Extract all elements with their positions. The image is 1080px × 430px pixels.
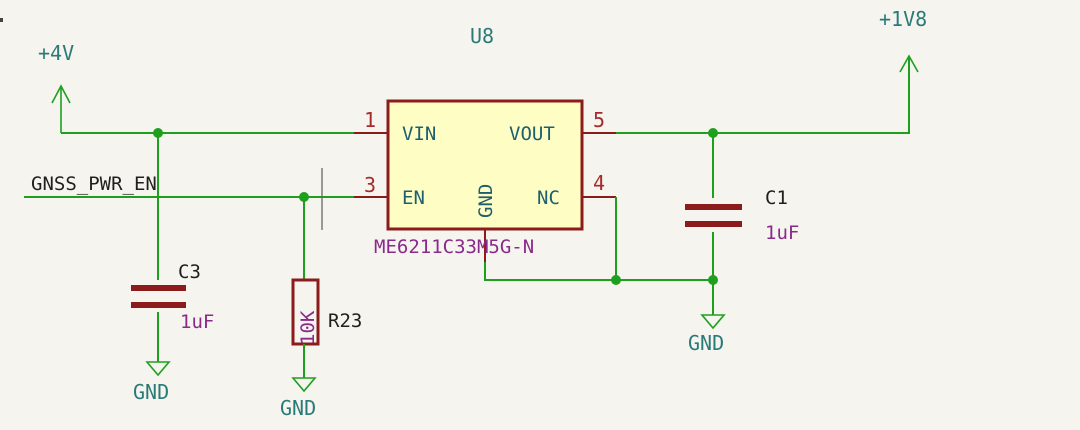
junction-dot <box>611 275 621 285</box>
plus-1v8-power-symbol[interactable]: +1V8 <box>879 7 927 73</box>
r23-gnd-label: GND <box>280 396 316 420</box>
junction-dot <box>708 275 718 285</box>
c1-reference: C1 <box>765 187 788 209</box>
r23-reference: R23 <box>328 310 362 332</box>
u8-reference: U8 <box>470 24 494 48</box>
junction-dot <box>153 128 163 138</box>
r23-value: 10K <box>297 310 319 345</box>
c3-gnd-label: GND <box>133 380 169 404</box>
plus-4v-label: +4V <box>38 41 74 65</box>
pin-4-number: 4 <box>593 171 605 195</box>
plus-4v-power-symbol[interactable]: +4V <box>38 41 74 133</box>
edge-marker <box>0 18 3 22</box>
c3-reference: C3 <box>178 261 201 283</box>
pin-gnd-name: GND <box>475 184 497 218</box>
resistor-r23[interactable]: 10K R23 <box>291 278 362 346</box>
junction-dot <box>299 192 309 202</box>
gnd-tie-wire <box>484 262 713 281</box>
pin-3-number: 3 <box>364 173 376 197</box>
pin-nc-name: NC <box>537 187 560 209</box>
ic-u8[interactable]: U8 1 3 5 4 VIN EN VOUT NC GND ME6211C33M… <box>354 24 616 262</box>
vout-wire <box>616 56 910 134</box>
c1-value: 1uF <box>765 222 799 244</box>
pin-5-number: 5 <box>593 108 605 132</box>
r23-ground-symbol: GND <box>280 377 317 420</box>
junction-dot <box>708 128 718 138</box>
capacitor-c3[interactable]: C3 1uF <box>131 261 214 333</box>
capacitor-c1[interactable]: C1 1uF <box>685 187 799 244</box>
gnss-pwr-en-net-label: GNSS_PWR_EN <box>31 173 157 195</box>
pin-vin-name: VIN <box>402 123 436 145</box>
u8-body <box>386 99 584 231</box>
pin-en-name: EN <box>402 187 425 209</box>
plus-1v8-label: +1V8 <box>879 7 927 31</box>
pin-1-number: 1 <box>364 108 376 132</box>
c3-value: 1uF <box>180 311 214 333</box>
c3-ground-symbol: GND <box>133 361 171 404</box>
c1-gnd-label: GND <box>688 331 724 355</box>
c1-ground-symbol: GND <box>688 314 726 355</box>
pin-vout-name: VOUT <box>509 123 555 145</box>
u8-value: ME6211C33M5G-N <box>374 236 534 258</box>
